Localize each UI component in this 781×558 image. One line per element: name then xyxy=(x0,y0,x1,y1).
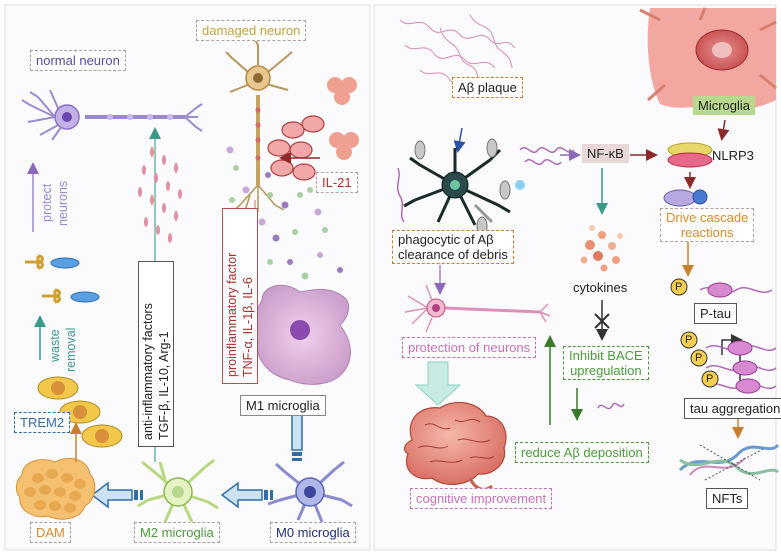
m2-microglia-icon xyxy=(137,458,219,523)
m1-microglia-label: M1 microglia xyxy=(240,395,326,416)
m2-microglia-label: M2 microglia xyxy=(134,522,220,543)
nfkb-label: NF-κB xyxy=(582,144,629,163)
m2-to-dam-arrow xyxy=(90,481,143,509)
m1-microglia-icon xyxy=(254,284,351,385)
m0-to-m2-arrow xyxy=(220,481,273,509)
reduce-abeta-squiggle xyxy=(597,402,625,410)
phospho-circle-2 xyxy=(680,331,698,349)
il21-molecules-icon xyxy=(267,77,359,181)
phospho-label-4: P xyxy=(706,373,714,385)
waste-removal-label-1: waste xyxy=(48,329,62,362)
drive-cascade-line-2: reactions xyxy=(680,225,734,240)
inhibit-bace-line-1: Inhibit BACE xyxy=(569,348,643,363)
protection-to-cognition-arrow xyxy=(414,361,462,406)
phagocytic-label-line-1: phagocytic of Aβ xyxy=(398,232,494,247)
ptau-bracket xyxy=(721,334,743,355)
damaged-neuron-icon xyxy=(225,37,293,215)
inhibit-bace-line-2: upregulation xyxy=(570,363,642,378)
cytokines-icon xyxy=(580,225,623,272)
il21-label: IL-21 xyxy=(316,172,358,193)
waste-removal-label-2: removal xyxy=(64,327,78,372)
phagocytic-label-line-2: clearance of debris xyxy=(398,247,508,262)
abeta-plaque-label: Aβ plaque xyxy=(452,77,523,98)
ptau-label: P-tau xyxy=(694,303,738,324)
proinflammatory-factors: TNF-α, IL-1β, IL-6 xyxy=(241,277,255,377)
dam-label: DAM xyxy=(30,522,71,543)
m0-microglia-label: M0 microglia xyxy=(270,522,356,543)
protect-neurons-label-2: neurons xyxy=(56,180,70,226)
protected-neuron-icon xyxy=(404,284,551,333)
plaque-to-microglia-arrow xyxy=(453,127,466,153)
normal-neuron-icon xyxy=(21,89,203,141)
trem2-cells-icon xyxy=(37,376,123,448)
cognitive-label: cognitive improvement xyxy=(410,488,553,509)
inhibit-bace-label: Inhibit BACE upregulation xyxy=(563,346,649,380)
phospho-circle-1 xyxy=(670,278,688,296)
microglia-to-nlrp3-arrow xyxy=(717,119,730,141)
anti-inflammatory-title: anti-inflammatory factors xyxy=(141,303,155,440)
phospho-label-2: P xyxy=(685,334,693,346)
microglia-label: Microglia xyxy=(693,96,756,115)
nfkb-ligand-icon xyxy=(519,147,575,165)
phagocytic-label: phagocytic of Aβ clearance of debris xyxy=(392,230,514,264)
phospho-circle-3 xyxy=(690,349,708,367)
caspase-complex-icon xyxy=(663,189,708,207)
trem2-label: TREM2 xyxy=(14,412,71,433)
nlrp3-complex-icon xyxy=(667,142,713,168)
anti-inflammatory-label: anti-inflammatory factors TGF-β, IL-10, … xyxy=(138,261,174,447)
phospho-label-3: P xyxy=(695,352,703,364)
proinflammatory-label: proinflammatory factor TNF-α, IL-1β, IL-… xyxy=(222,208,258,384)
nfts-label: NFTs xyxy=(706,488,749,509)
drive-cascade-label: Drive cascade reactions xyxy=(660,208,755,242)
normal-neuron-label: normal neuron xyxy=(30,50,126,71)
m0-microglia-icon xyxy=(267,460,353,523)
tau-aggregation-label: tau aggregation xyxy=(684,398,781,419)
protection-label: protection of neurons xyxy=(402,337,537,358)
phospho-circle-4 xyxy=(701,370,719,388)
microglia-cell-icon xyxy=(639,7,777,110)
reduce-abeta-label: reduce Aβ deposition xyxy=(515,442,649,463)
damaged-neuron-label: damaged neuron xyxy=(196,20,307,41)
ptau-proteins-icon xyxy=(699,282,777,394)
inhibition-x-icon xyxy=(594,313,610,329)
cytokines-label: cytokines xyxy=(573,280,628,295)
protect-neurons-label-1: protect xyxy=(40,183,54,222)
dam-cells-icon xyxy=(15,458,96,520)
phospho-label-1: P xyxy=(675,281,683,293)
drive-cascade-line-1: Drive cascade xyxy=(666,210,749,225)
anti-inflammatory-molecules-icon xyxy=(138,147,182,243)
proinflammatory-title: proinflammatory factor xyxy=(225,252,239,377)
nlrp3-label: NLRP3 xyxy=(712,148,754,163)
anti-inflammatory-factors: TGF-β, IL-10, Arg-1 xyxy=(157,331,171,440)
trem2-receptor-icons xyxy=(25,254,100,304)
nft-fibrils-icon xyxy=(678,443,780,481)
